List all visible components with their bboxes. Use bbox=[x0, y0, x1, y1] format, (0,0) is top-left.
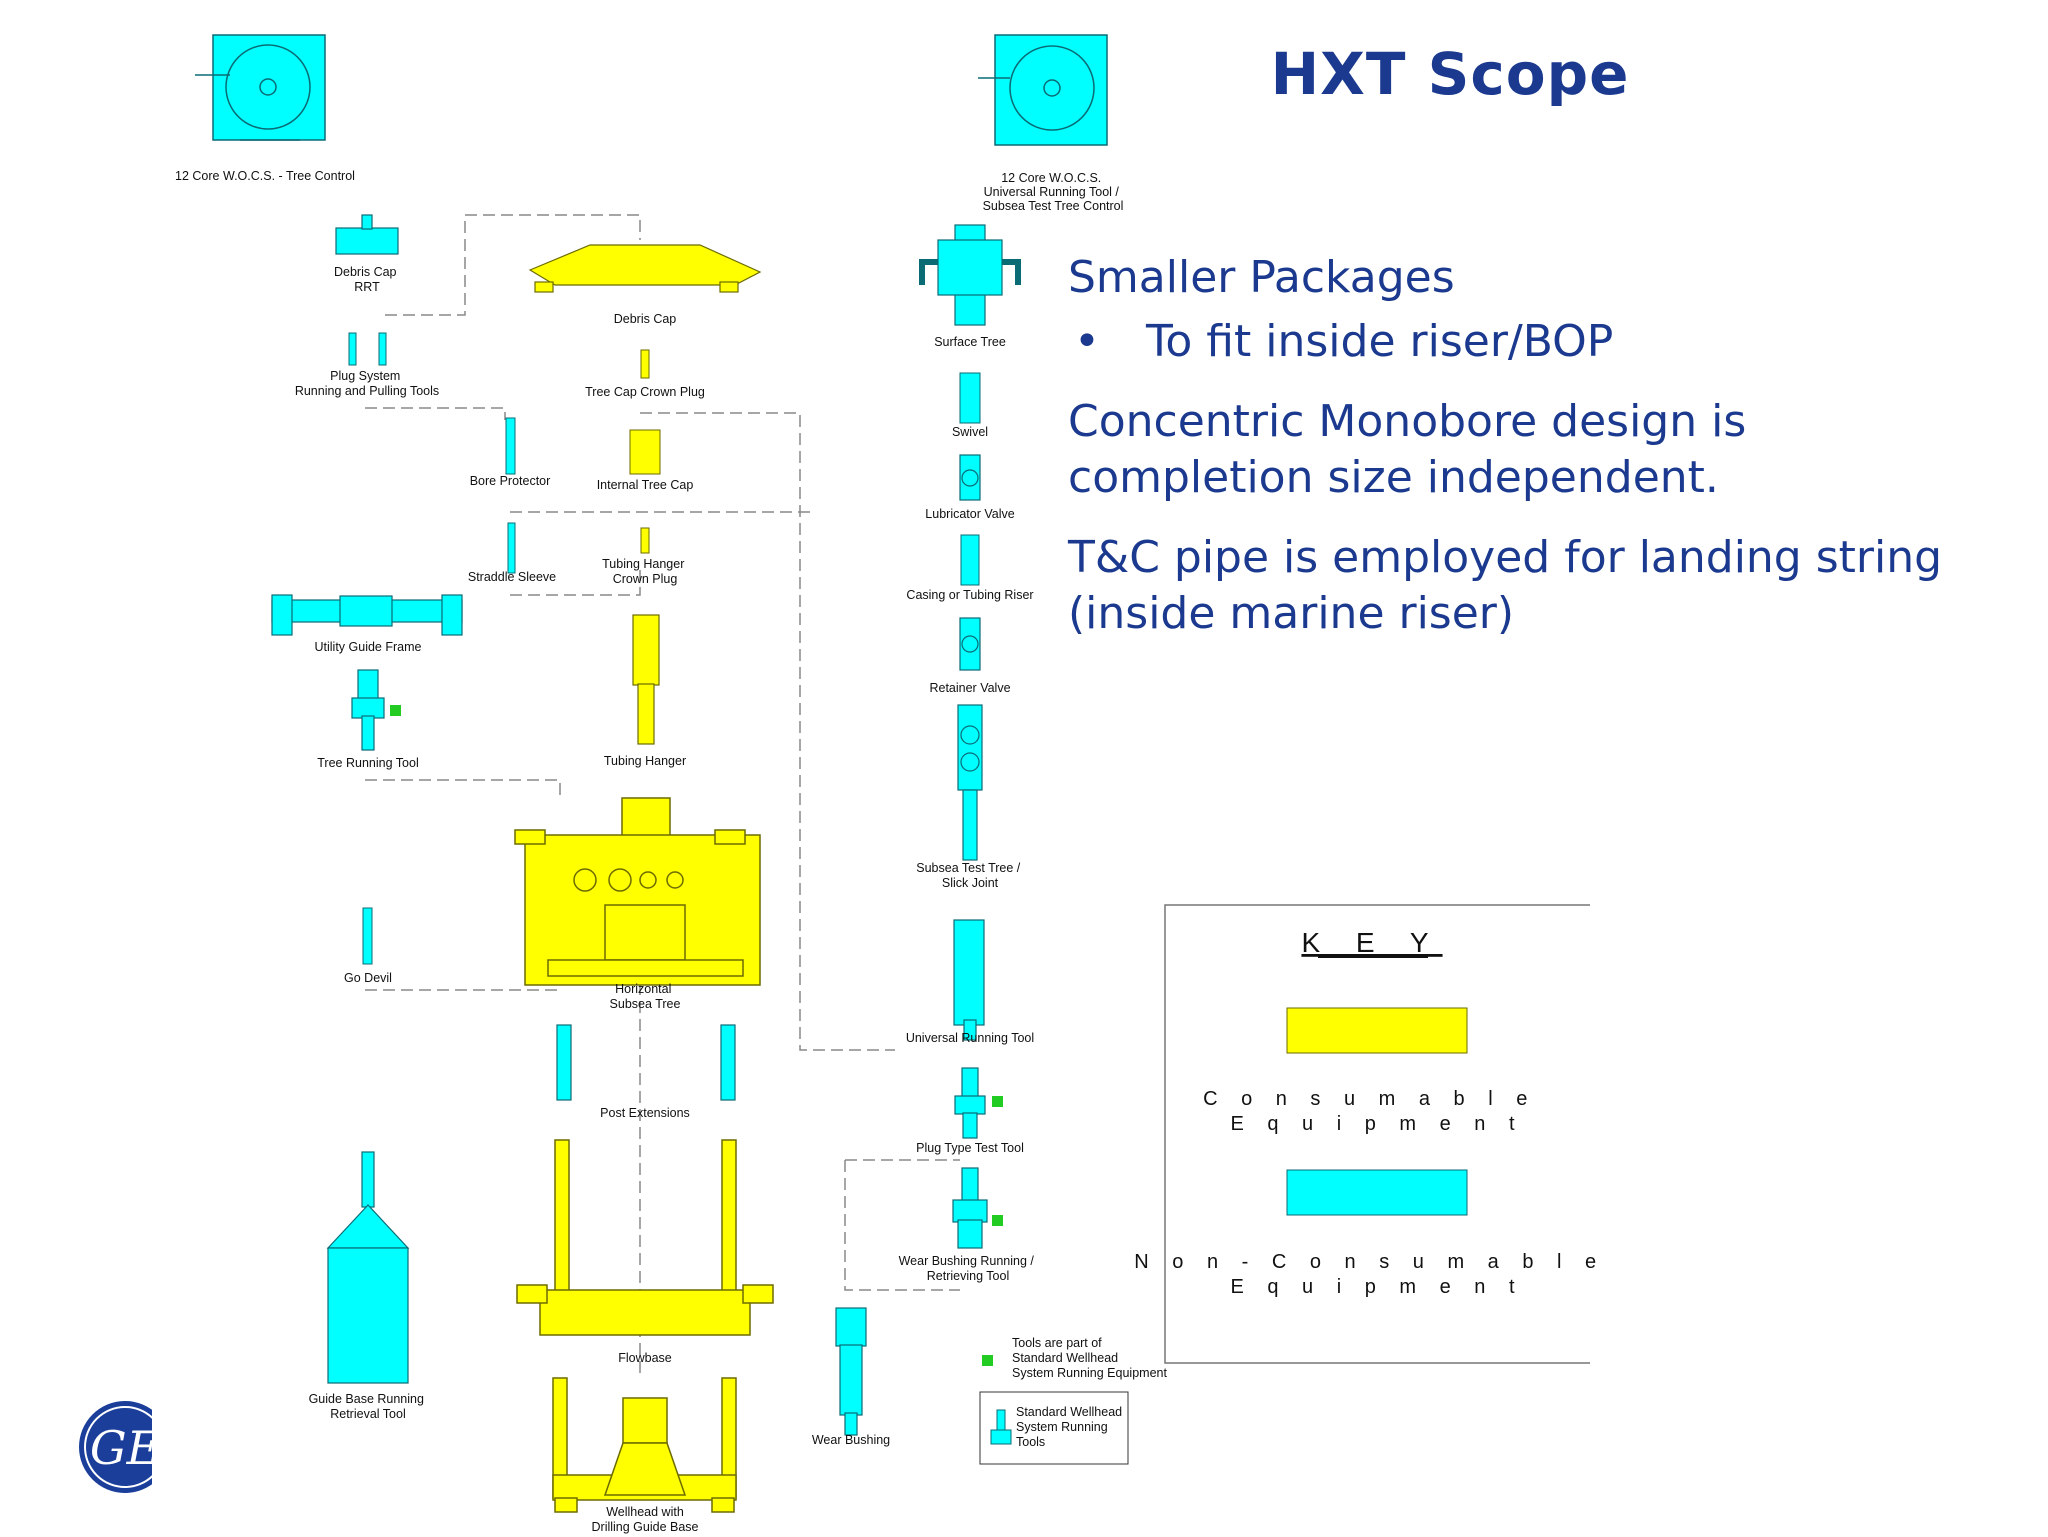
retainer-valve-icon bbox=[959, 617, 981, 671]
plug-type-test-tool-icon bbox=[954, 1067, 986, 1139]
tubing-hanger-icon bbox=[632, 614, 660, 745]
bore-protector-icon bbox=[505, 417, 516, 475]
wocs-reel-tree-control-icon bbox=[195, 34, 326, 141]
universal-running-tool-icon bbox=[953, 919, 985, 1041]
debris-cap-icon bbox=[528, 244, 762, 293]
bullet-tc-pipe-line2: (inside marine riser) bbox=[1068, 588, 1515, 639]
label-tree-running-tool: Tree Running Tool bbox=[317, 756, 418, 770]
ge-logo: GE bbox=[79, 1401, 160, 1493]
scope-bullet-list: Smaller Packages • To fit inside riser/B… bbox=[1068, 250, 2008, 642]
ge-logo-text: GE bbox=[90, 1421, 160, 1475]
bullet-smaller-packages: Smaller Packages bbox=[1068, 252, 1455, 303]
label-casing-riser: Casing or Tubing Riser bbox=[906, 588, 1033, 602]
label-tree-cap-crown-plug: Tree Cap Crown Plug bbox=[585, 385, 705, 399]
label-surface-tree: Surface Tree bbox=[934, 335, 1006, 349]
lubricator-valve-icon bbox=[959, 454, 981, 501]
label-subsea-test-tree: Subsea Test Tree / Slick Joint bbox=[916, 861, 1023, 890]
legend-green-marker bbox=[982, 1355, 993, 1366]
bullet-dot-icon: • bbox=[1074, 316, 1100, 367]
wear-bushing-icon bbox=[835, 1307, 867, 1436]
label-post-extensions: Post Extensions bbox=[600, 1106, 690, 1120]
swivel-icon bbox=[959, 372, 981, 424]
wocs-reel-urt-control-icon bbox=[978, 34, 1108, 146]
label-lubricator-valve: Lubricator Valve bbox=[925, 507, 1014, 521]
casing-tubing-riser-icon bbox=[960, 534, 980, 586]
label-tubing-hanger: Tubing Hanger bbox=[604, 754, 686, 768]
label-wocs-tree: 12 Core W.O.C.S. - Tree Control bbox=[175, 169, 355, 183]
wellhead-drilling-guide-base-icon bbox=[552, 1377, 737, 1513]
key-legend: K E Y C o n s u m a b l e E q u i p m e … bbox=[1134, 904, 1619, 1364]
standard-tool-marker-pttt bbox=[992, 1096, 1003, 1107]
sub-bullet-fit-inside-riser: • To fit inside riser/BOP bbox=[1068, 314, 2008, 370]
debris-cap-rrt-icon bbox=[335, 214, 399, 255]
label-straddle-sleeve: Straddle Sleeve bbox=[468, 570, 556, 584]
tree-running-tool-icon bbox=[351, 669, 385, 751]
go-devil-icon bbox=[362, 907, 373, 965]
surface-tree-icon bbox=[919, 224, 1021, 326]
key-title: K E Y bbox=[1301, 927, 1442, 958]
note-standard-running-equipment: Tools are part of Standard Wellhead Syst… bbox=[1012, 1336, 1167, 1380]
label-debris-cap-rrt: Debris Cap RRT bbox=[334, 265, 400, 294]
label-guide-base-running-tool: Guide Base Running Retrieval Tool bbox=[309, 1392, 428, 1421]
horizontal-subsea-tree-icon bbox=[514, 797, 761, 986]
label-flowbase: Flowbase bbox=[618, 1351, 672, 1365]
label-retainer-valve: Retainer Valve bbox=[929, 681, 1010, 695]
bullet-monobore-line2: completion size independent. bbox=[1068, 452, 1719, 503]
post-extensions-icon bbox=[556, 1024, 736, 1101]
straddle-sleeve-icon bbox=[507, 522, 516, 574]
label-go-devil: Go Devil bbox=[344, 971, 392, 985]
key-swatch-non-consumable bbox=[1286, 1169, 1468, 1216]
label-tubing-hanger-crown-plug: Tubing Hanger Crown Plug bbox=[602, 557, 688, 586]
label-wellhead-line2: Drilling Guide Base bbox=[592, 1520, 699, 1534]
plug-system-tools-icon bbox=[348, 332, 387, 366]
note-box-standard-tools bbox=[979, 1391, 1129, 1465]
note-standard-wellhead-tools: Standard Wellhead System Running Tools bbox=[1016, 1405, 1126, 1449]
guide-base-running-tool-icon bbox=[326, 1151, 410, 1384]
sub-bullet-text: To fit inside riser/BOP bbox=[1146, 316, 1614, 367]
key-swatch-consumable bbox=[1286, 1007, 1468, 1054]
label-wellhead: Wellhead with bbox=[606, 1505, 684, 1519]
flowbase-icon bbox=[516, 1139, 774, 1336]
label-plug-test-tool: Plug Type Test Tool bbox=[916, 1141, 1024, 1155]
label-swivel: Swivel bbox=[952, 425, 988, 439]
label-utility-guide-frame: Utility Guide Frame bbox=[315, 640, 422, 654]
bullet-monobore-line1: Concentric Monobore design is bbox=[1068, 396, 1747, 447]
key-label-consumable: C o n s u m a b l e E q u i p m e n t bbox=[1203, 1088, 1551, 1135]
internal-tree-cap-icon bbox=[629, 429, 661, 475]
utility-guide-frame-icon bbox=[271, 594, 463, 636]
label-horizontal-subsea-tree: Horizontal Subsea Tree bbox=[610, 982, 681, 1011]
tree-cap-crown-plug-icon bbox=[640, 349, 650, 379]
subsea-test-tree-icon bbox=[957, 704, 983, 861]
standard-tool-marker-wbrrt bbox=[992, 1215, 1003, 1226]
standard-tool-glyph-icon bbox=[990, 1409, 1012, 1445]
wear-bushing-running-tool-icon bbox=[952, 1167, 988, 1249]
label-internal-tree-cap: Internal Tree Cap bbox=[597, 478, 694, 492]
label-debris-cap: Debris Cap bbox=[614, 312, 677, 326]
key-label-non-consumable: N o n - C o n s u m a b l e E q u i p m … bbox=[1134, 1251, 1619, 1298]
label-urt: Universal Running Tool bbox=[906, 1031, 1034, 1045]
tubing-hanger-crown-plug-icon bbox=[640, 527, 650, 554]
label-bore-protector: Bore Protector bbox=[470, 474, 551, 488]
label-wbrrt: Wear Bushing Running / Retrieving Tool bbox=[899, 1254, 1038, 1283]
page-title: HXT Scope bbox=[1270, 40, 1630, 108]
label-wocs-urt: 12 Core W.O.C.S. Universal Running Tool … bbox=[983, 171, 1124, 213]
dashed-connectors bbox=[365, 214, 960, 1375]
label-wear-bushing: Wear Bushing bbox=[812, 1433, 890, 1447]
bullet-tc-pipe-line1: T&C pipe is employed for landing string bbox=[1068, 532, 1943, 583]
standard-tool-marker-trt bbox=[390, 705, 401, 716]
label-plug-system: Plug System Running and Pulling Tools bbox=[295, 369, 439, 398]
